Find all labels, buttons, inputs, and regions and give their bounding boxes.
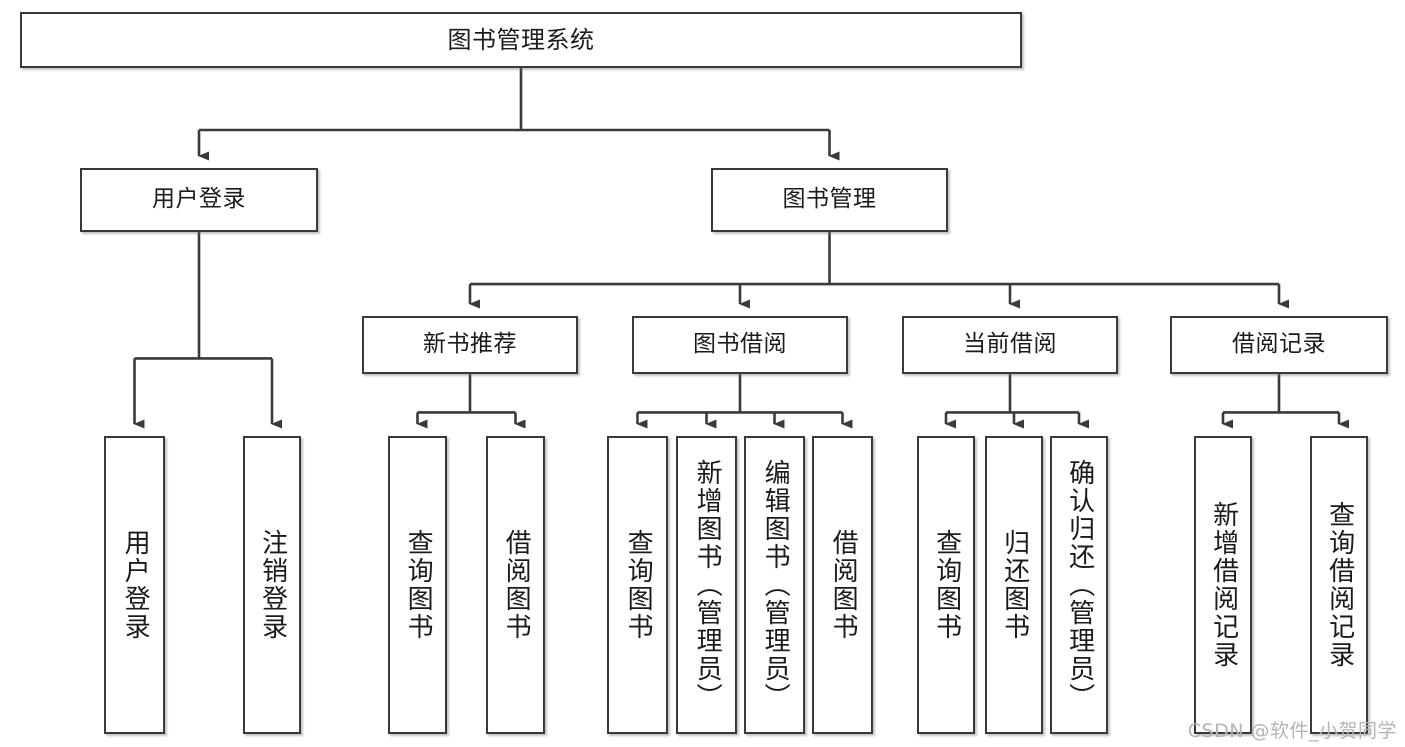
leaf-query-borrow-record[interactable]: 查询借阅记录 bbox=[1310, 436, 1368, 734]
leaf-add-borrow-record[interactable]: 新增借阅记录 bbox=[1194, 436, 1252, 734]
node-label: 新增借阅记录 bbox=[1208, 501, 1239, 669]
node-user-login[interactable]: 用户登录 bbox=[80, 168, 318, 232]
node-label: 图书借阅 bbox=[693, 331, 787, 358]
node-new-book-recommendation[interactable]: 新书推荐 bbox=[362, 316, 578, 374]
node-root-book-management-system[interactable]: 图书管理系统 bbox=[20, 12, 1022, 68]
node-label: 查询图书 bbox=[931, 529, 962, 641]
node-label: 查询借阅记录 bbox=[1324, 501, 1355, 669]
leaf-borrow-book-recommendation[interactable]: 借阅图书 bbox=[486, 436, 545, 734]
node-label: 确认归还（管理员） bbox=[1064, 459, 1095, 711]
node-label: 查询图书 bbox=[623, 529, 654, 641]
leaf-return-book[interactable]: 归还图书 bbox=[985, 436, 1043, 734]
node-label: 查询图书 bbox=[403, 529, 434, 641]
leaf-query-book[interactable]: 查询图书 bbox=[607, 436, 668, 734]
node-label: 新增图书（管理员） bbox=[692, 459, 723, 711]
node-label: 图书管理系统 bbox=[447, 25, 595, 54]
node-book-management[interactable]: 图书管理 bbox=[711, 168, 948, 232]
leaf-confirm-return-admin[interactable]: 确认归还（管理员） bbox=[1050, 436, 1108, 734]
node-book-borrowing[interactable]: 图书借阅 bbox=[632, 316, 848, 374]
node-label: 当前借阅 bbox=[963, 331, 1057, 358]
node-label: 编辑图书（管理员） bbox=[760, 459, 791, 711]
leaf-add-book-admin[interactable]: 新增图书（管理员） bbox=[676, 436, 737, 734]
leaf-query-book-recommendation[interactable]: 查询图书 bbox=[388, 436, 447, 734]
leaf-user-logout[interactable]: 注销登录 bbox=[243, 436, 301, 734]
node-label: 借阅图书 bbox=[501, 529, 532, 641]
node-label: 归还图书 bbox=[999, 529, 1030, 641]
leaf-query-current-book[interactable]: 查询图书 bbox=[917, 436, 975, 734]
node-current-borrowing[interactable]: 当前借阅 bbox=[902, 316, 1118, 374]
leaf-borrow-book[interactable]: 借阅图书 bbox=[812, 436, 873, 734]
leaf-user-login[interactable]: 用户登录 bbox=[104, 436, 165, 734]
node-label: 用户登录 bbox=[120, 529, 151, 641]
node-borrowing-record[interactable]: 借阅记录 bbox=[1170, 316, 1388, 374]
leaf-edit-book-admin[interactable]: 编辑图书（管理员） bbox=[744, 436, 805, 734]
node-label: 图书管理 bbox=[782, 186, 877, 213]
node-label: 新书推荐 bbox=[423, 331, 517, 358]
node-label: 借阅记录 bbox=[1232, 331, 1326, 358]
node-label: 注销登录 bbox=[257, 529, 288, 641]
csdn-watermark: CSDN @软件_小贺同学 bbox=[1187, 720, 1397, 742]
node-label: 用户登录 bbox=[152, 186, 246, 213]
node-label: 借阅图书 bbox=[828, 529, 859, 641]
